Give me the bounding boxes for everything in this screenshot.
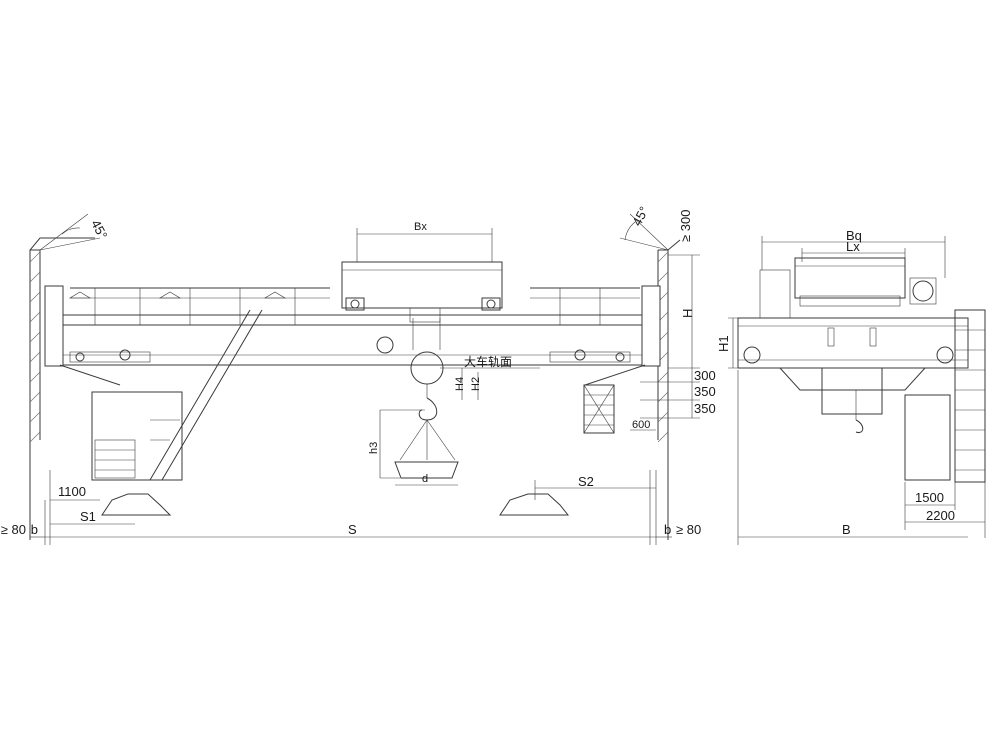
dim-350a-label: 350 [694, 384, 716, 399]
dim-S-label: S [348, 522, 357, 537]
front-view: 45° 45° ≥ 300 H Bx 大车轨面 H4 H2 h3 d 300 3… [1, 204, 716, 545]
dim-1100-label: 1100 [58, 484, 86, 499]
dim-H2-label: H2 [470, 377, 482, 391]
side-girders [737, 317, 969, 391]
travel-drives [69, 349, 631, 363]
clearance-left-label: ≥ 80 [1, 522, 26, 537]
side-hook [821, 367, 883, 434]
hook-assembly [376, 318, 459, 479]
clearance-right-label: ≥ 80 [676, 522, 701, 537]
operator-cab [91, 309, 263, 481]
dim-b-left-label: b [31, 522, 38, 537]
dim-600-label: 600 [632, 419, 650, 431]
dim-h3-label: h3 [368, 442, 380, 454]
dim-H1-label: H1 [716, 335, 731, 352]
dim-1500-label: 1500 [915, 490, 944, 505]
trolley [341, 261, 503, 323]
dim-S1-label: S1 [80, 509, 96, 524]
rail-surface-label: 大车轨面 [464, 354, 512, 369]
side-cab-ladder [904, 309, 986, 483]
bridge-girder [44, 285, 661, 386]
front-dimensions [30, 228, 700, 545]
dim-Bq-label: Bq [846, 228, 862, 243]
dim-d-label: d [422, 473, 428, 485]
rail-supports [101, 493, 570, 516]
dim-Lx-label: Lx [846, 239, 860, 254]
left-wall [29, 213, 101, 540]
dim-H-label: H [680, 309, 695, 318]
side-trolley [759, 257, 937, 319]
dim-H4-label: H4 [454, 377, 466, 391]
dim-S2-label: S2 [578, 474, 594, 489]
dim-2200-label: 2200 [926, 508, 955, 523]
angle-right-label: 45° [629, 204, 651, 228]
dim-300-label: 300 [694, 368, 716, 383]
dim-B-label: B [842, 522, 851, 537]
dim-b-right-label: b [664, 522, 671, 537]
dim-Bx-label: Bx [414, 221, 427, 233]
side-dimensions [728, 236, 986, 545]
right-access-ladder [583, 384, 615, 434]
clearance-top-label: ≥ 300 [678, 210, 693, 242]
side-view: Bq Lx H1 1500 2200 B [716, 228, 986, 545]
walkway-railing [68, 287, 640, 325]
dim-350b-label: 350 [694, 401, 716, 416]
